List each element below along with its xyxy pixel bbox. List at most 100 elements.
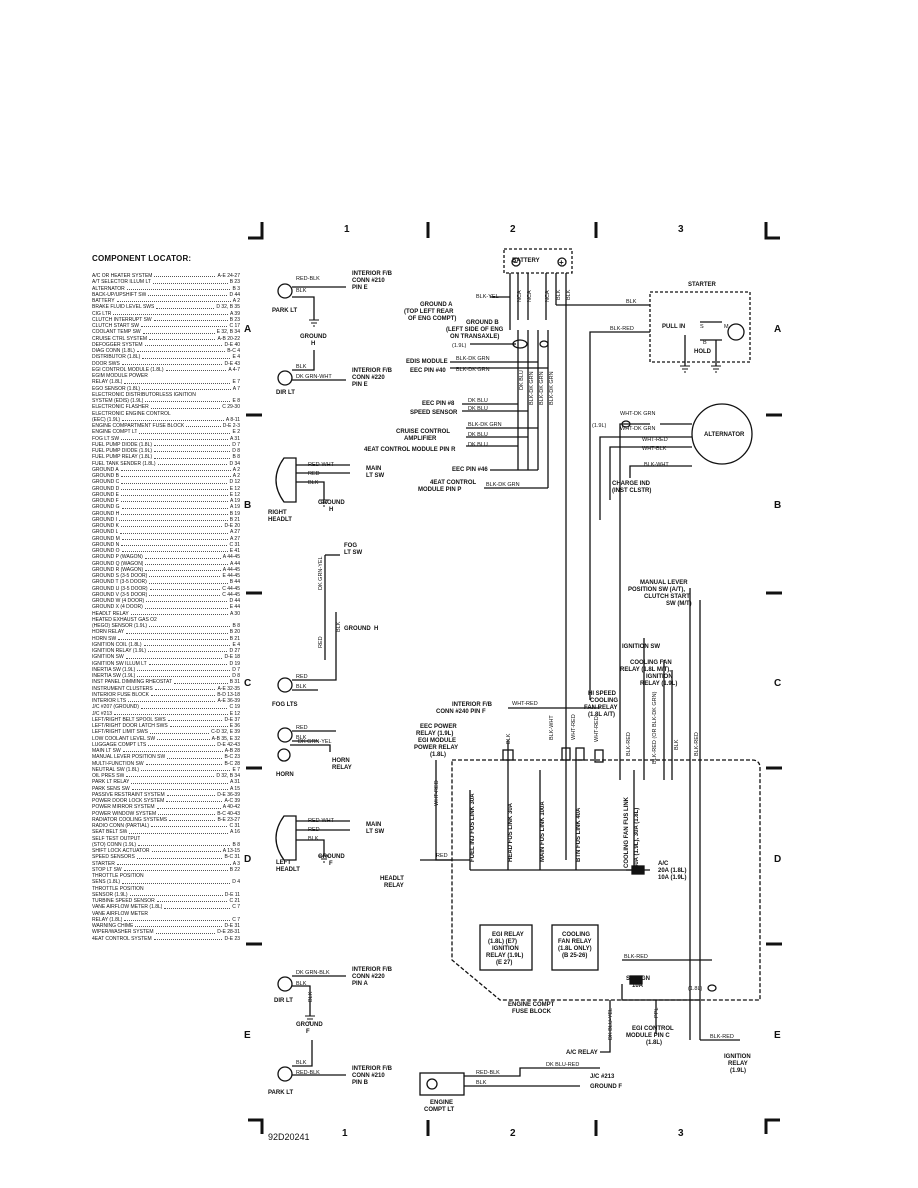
wire-wht-grn	[435, 760, 470, 861]
locator-item-ref: B 23	[229, 279, 240, 286]
locator-leader-dots	[121, 536, 228, 540]
charge-ind-2: (INST CLSTR)	[612, 488, 651, 494]
label-bdg-vert-1: BLK-DK GRN	[529, 371, 535, 405]
ac-relay-label: A/C RELAY	[566, 1050, 598, 1056]
locator-item-ref: A 40-42	[222, 804, 240, 811]
locator-leader-dots	[165, 367, 227, 371]
label-blk-red-starter: BLK-RED	[610, 326, 634, 332]
locator-item-name: INERTIA SW (1.9L)	[92, 666, 136, 673]
locator-item-name: J/C #207 (GROUND)	[92, 704, 139, 711]
wire-left-headlt	[296, 820, 350, 856]
charge-ind-1: CHARGE IND	[612, 481, 651, 487]
cooling-fuse-link-1: COOLING FAN FUS LINK	[624, 796, 630, 868]
locator-item-ref: D-E 18	[224, 654, 240, 661]
label-dk-blu-2: DK BLU	[468, 406, 488, 412]
st-sign-2: 10A	[632, 983, 644, 989]
engine-compt-lt-box	[419, 1072, 465, 1096]
ground-f-letter: F	[329, 861, 333, 867]
locator-leader-dots	[149, 336, 216, 340]
locator-leader-dots	[122, 879, 231, 884]
battery-pos-sign: +	[559, 258, 564, 267]
locator-leader-dots	[121, 542, 228, 546]
locator-leader-dots	[186, 423, 221, 428]
col-label-1-bottom: 1	[342, 1128, 348, 1139]
locator-item-name: LEFT/RIGHT LIMIT SWS	[92, 729, 148, 736]
locator-item-name: GROUND I	[92, 516, 117, 523]
locator-item: GROUND U (3-5 DOOR)C 44-45	[92, 586, 240, 592]
locator-item-name: FOG LT SW	[92, 435, 120, 442]
label-blk-dir-bottom: BLK	[296, 981, 307, 987]
fog-lt-lamp-2	[277, 727, 293, 743]
locator-leader-dots	[151, 823, 228, 828]
right-headlt-2: HEADLT	[268, 517, 292, 523]
wire-st-sign	[621, 959, 712, 1001]
starter-term-m: M	[724, 324, 729, 330]
locator-item-name: GROUND U (3-5 DOOR)	[92, 585, 148, 592]
locator-leader-dots	[166, 792, 216, 796]
locator-leader-dots	[148, 661, 228, 665]
locator-leader-dots	[148, 579, 228, 584]
interior-210-e-3: PIN B	[352, 1080, 369, 1086]
ground-h-headlt-letter: H	[329, 507, 333, 513]
locator-item-ref: B-C 28	[224, 760, 240, 767]
locator-leader-dots	[149, 586, 221, 590]
locator-item-ref: E 2	[232, 429, 240, 436]
locator-item-ref: C 31	[229, 541, 240, 548]
col-label-2-bottom: 2	[510, 1128, 516, 1139]
label-wht-red-alt: WHT-RED	[642, 437, 668, 443]
locator-item-name: GROUND T (3-5 DOOR)	[92, 579, 147, 586]
label-blk-right: BLK	[308, 480, 319, 486]
locator-leader-dots	[116, 298, 231, 303]
cruise-control-2: AMPLIFIER	[404, 436, 437, 442]
locator-item: ELECTRONIC ENGINE CONTROL	[92, 411, 240, 417]
fog-lt-lamp-1	[277, 677, 293, 693]
label-blk-eclt: BLK	[476, 1080, 487, 1086]
frame-corner-br	[764, 1118, 780, 1134]
locator-item-ref: D 27	[229, 648, 240, 654]
battery-pos-terminal	[557, 257, 567, 267]
locator-item-name: DEFOGGER SYSTEM	[92, 341, 143, 348]
interior-220-e-2: CONN #220	[352, 974, 385, 980]
locator-item-ref: D-E 37	[224, 716, 240, 723]
cooling-fuse-link-2: 40A (1.9L), 30A (1.8L)	[634, 808, 640, 868]
locator-item-ref: B 21	[229, 635, 240, 642]
label-dk-grn-wht: DK GRN-WHT	[296, 374, 332, 380]
label-wht-red-vert-2: WHT-RED	[594, 716, 600, 742]
ground-a-2: (TOP LEFT REAR	[404, 309, 454, 315]
locator-item-name: DISTRIBUTOR (1.8L)	[92, 354, 141, 361]
locator-leader-dots	[156, 304, 215, 309]
locator-leader-dots	[114, 711, 228, 715]
locator-item-name: GROUND M	[92, 535, 120, 542]
row-label-b-left: B	[244, 500, 251, 511]
locator-leader-dots	[124, 917, 231, 921]
cooling-relay-4: (B 25-26)	[562, 953, 587, 959]
locator-leader-dots	[140, 704, 228, 709]
hi-speed-2: COOLING	[590, 698, 618, 704]
col-label-3-bottom: 3	[678, 1128, 684, 1139]
label-dk-grn-blk: DK GRN-BLK	[296, 970, 330, 976]
locator-item-ref: D-E 42-43	[217, 741, 240, 748]
label-blk-fog-1: BLK	[296, 684, 307, 690]
locator-item: EGO SENSOR (1.8L)A 7	[92, 386, 240, 392]
locator-item-name: LEFT/RIGHT DOOR LATCH SWS	[92, 723, 168, 729]
egi-relay-1: EGI RELAY	[492, 932, 524, 938]
horn-symbol	[277, 748, 291, 762]
locator-item-name: 4EAT CONTROL SYSTEM	[92, 935, 152, 942]
4eat-pin-p-2: MODULE PIN P	[418, 487, 461, 493]
ground-f-bottom-label: GROUND	[296, 1022, 323, 1028]
locator-item-ref: C-D 32, E 39	[211, 729, 240, 736]
alternator-body	[691, 403, 753, 465]
locator-item-name: ELECTRONIC ENGINE CONTROL	[92, 410, 171, 417]
main-lt-sw-left-1: MAIN	[366, 822, 381, 828]
locator-leader-dots	[135, 923, 223, 928]
